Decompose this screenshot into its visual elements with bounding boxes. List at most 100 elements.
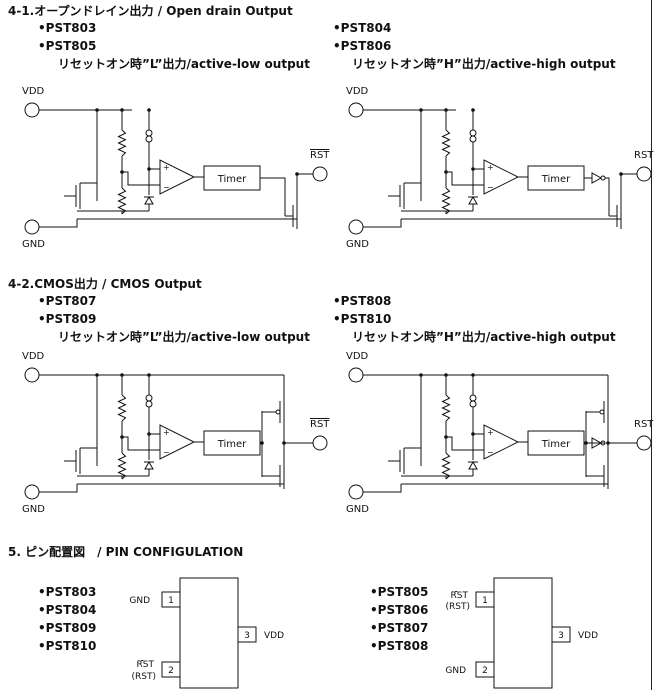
comparator-symbol — [483, 424, 520, 460]
output-label: RST — [310, 150, 330, 161]
package-right-pin-1-sub: (RST) — [446, 602, 471, 612]
zener-diode-symbol — [468, 460, 478, 470]
junction-dot — [260, 441, 264, 445]
zener-diode-symbol — [144, 460, 154, 470]
resistor-symbol — [441, 187, 451, 215]
current-source-symbol — [145, 129, 153, 137]
package-left-pin-1 — [161, 591, 181, 608]
vdd-pin — [24, 367, 40, 383]
package-left-pin-3-num: 3 — [244, 631, 250, 641]
resistor-symbol — [117, 187, 127, 215]
resistor-symbol — [441, 394, 451, 422]
comparator-minus: − — [163, 448, 170, 457]
junction-dot — [584, 441, 588, 445]
junction-dot — [471, 167, 475, 171]
output-source-wire — [77, 218, 298, 229]
od-left-model-2: •PST805 — [38, 39, 96, 53]
package-right: 1 RST (RST) 2 GND 3 VDD — [445, 577, 598, 689]
od-right-mode: リセットオン時”H”出力/active-high output — [352, 56, 616, 71]
package-left-pin-2-num: 2 — [168, 666, 174, 676]
junction-dot — [619, 172, 623, 176]
timer-label: Timer — [541, 174, 571, 185]
od-left-mode: リセットオン時”L”出力/active-low output — [58, 56, 310, 71]
pin-config-heading: 5. ピン配置図 / PIN CONFIGULATION — [8, 544, 243, 559]
resistor-symbol — [441, 452, 451, 480]
package-right-pin-3-label: VDD — [578, 631, 598, 641]
gate-drive-wire — [605, 177, 610, 216]
vdd-pin — [24, 102, 40, 118]
current-source-symbol — [145, 135, 153, 143]
timer-label: Timer — [541, 439, 571, 450]
cmos-right-model-2: •PST810 — [333, 312, 391, 326]
cmos-left-mode: リセットオン時”L”出力/active-low output — [58, 329, 310, 344]
cmos-right-model-1: •PST808 — [333, 294, 391, 308]
od-right-model-2: •PST806 — [333, 39, 391, 53]
package-right-pin-2-label: GND — [445, 666, 466, 676]
gnd-pin — [348, 219, 364, 235]
cmos-left-model-1: •PST807 — [38, 294, 96, 308]
output-pin — [312, 166, 328, 182]
comparator-minus: − — [163, 183, 170, 192]
package-left-pin-3-label: VDD — [264, 631, 284, 641]
comparator-symbol — [483, 159, 520, 195]
comparator-plus: + — [163, 428, 170, 437]
resistor-symbol — [117, 452, 127, 480]
gnd-label: GND — [22, 239, 45, 250]
package-left-body — [179, 577, 239, 689]
comparator-minus-input — [446, 436, 484, 451]
timer-label: Timer — [217, 439, 247, 450]
gnd-label: GND — [22, 504, 45, 515]
pin-left-model-2: •PST804 — [38, 603, 96, 617]
pin-right-model-3: •PST807 — [370, 621, 428, 635]
page-edge-line — [651, 0, 652, 690]
package-left-pin-1-num: 1 — [168, 596, 174, 606]
package-right-pin-3 — [551, 626, 571, 643]
current-source-symbol — [145, 400, 153, 408]
pin-right-model-2: •PST806 — [370, 603, 428, 617]
pin-right-model-4: •PST808 — [370, 639, 428, 653]
comparator-minus-input — [122, 171, 160, 186]
inverter-bubble — [600, 175, 606, 181]
pin-left-model-1: •PST803 — [38, 585, 96, 599]
pmos-bubble — [599, 409, 605, 415]
comparator-minus: − — [487, 183, 494, 192]
package-right-pin-2 — [475, 661, 495, 678]
vdd-label: VDD — [22, 86, 45, 97]
vdd-label: VDD — [346, 351, 369, 362]
inverter-symbol — [591, 172, 603, 184]
package-right-pin-1-num: 1 — [482, 596, 488, 606]
junction-dot — [95, 373, 99, 377]
output-drain-wire — [296, 173, 313, 203]
comparator-minus: − — [487, 448, 494, 457]
output-pin — [636, 435, 652, 451]
junction-dot — [147, 432, 151, 436]
comparator-plus: + — [487, 428, 494, 437]
gnd-pin — [348, 484, 364, 500]
vdd-pin — [348, 367, 364, 383]
current-source-symbol — [469, 400, 477, 408]
timer-block — [527, 165, 585, 191]
current-source-symbol — [469, 135, 477, 143]
nmos-source-wire — [401, 483, 609, 489]
output-source-wire — [401, 218, 622, 229]
zener-diode-symbol — [144, 195, 154, 205]
timer-label: Timer — [217, 174, 247, 185]
comparator-minus-input — [446, 171, 484, 186]
package-left-pin-3 — [237, 626, 257, 643]
comparator-minus-input — [122, 436, 160, 451]
resistor-symbol — [117, 394, 127, 422]
gnd-pin — [24, 484, 40, 500]
gnd-lead — [363, 484, 402, 493]
vdd-pin — [348, 102, 364, 118]
package-right-pin-1 — [475, 591, 495, 608]
gnd-label: GND — [346, 239, 369, 250]
output-pin — [312, 435, 328, 451]
timer-block — [203, 165, 261, 191]
junction-dot — [295, 172, 299, 176]
package-left-pin-1-label: GND — [129, 596, 150, 606]
junction-dot — [95, 108, 99, 112]
